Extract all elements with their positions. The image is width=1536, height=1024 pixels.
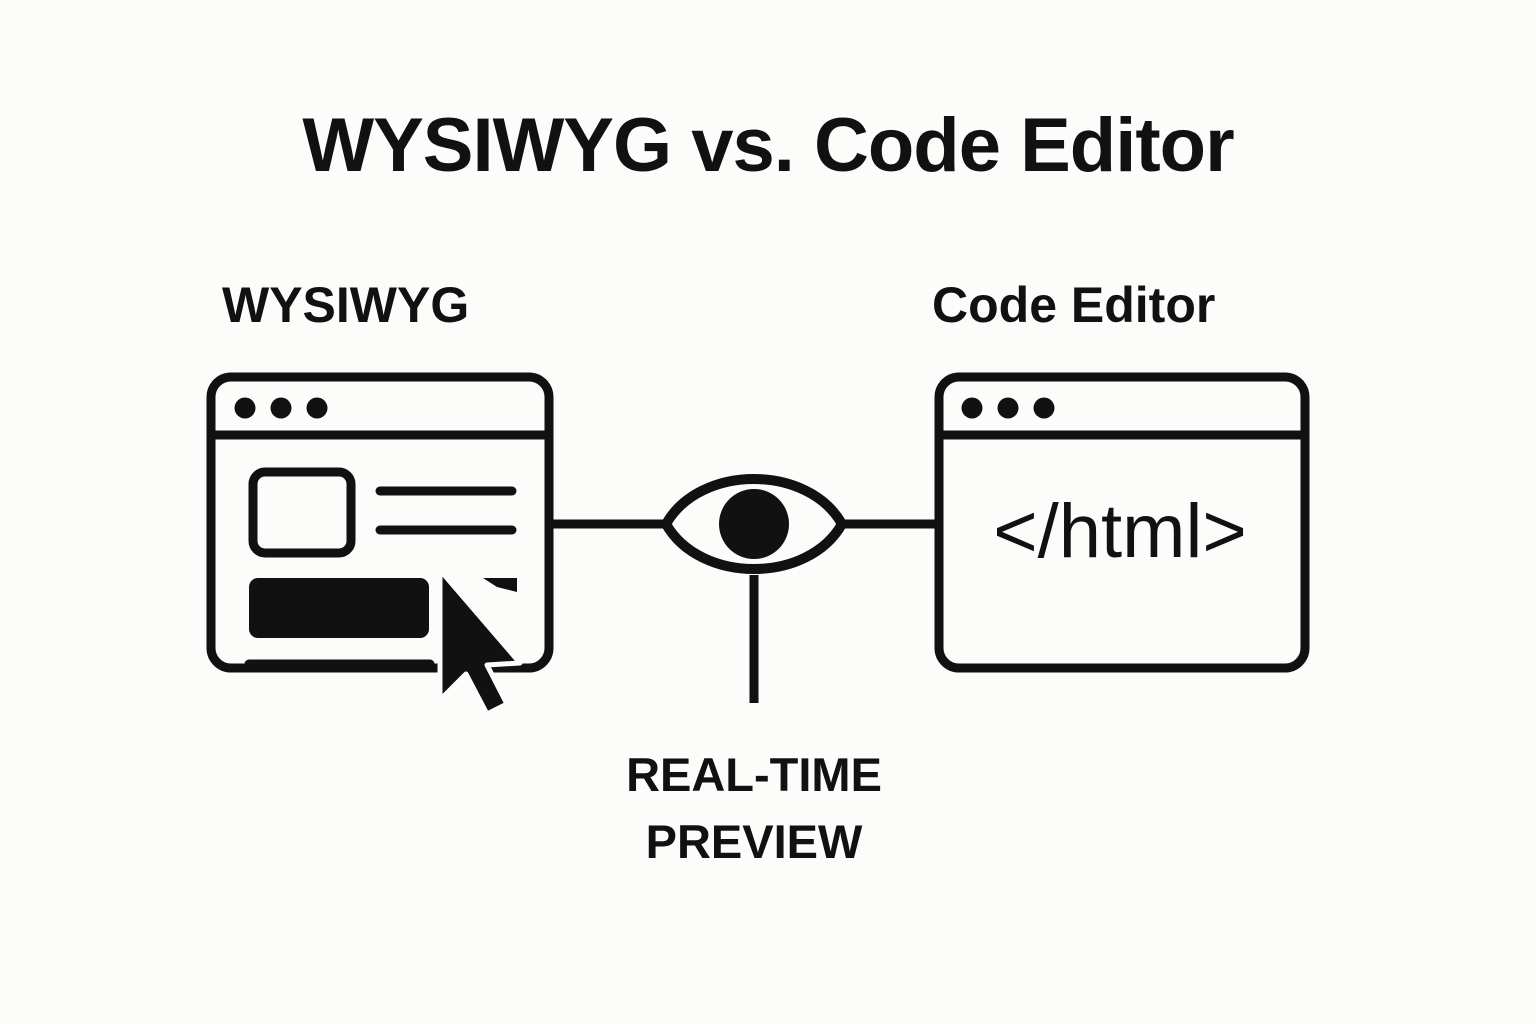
solid-content-block[interactable] bbox=[249, 578, 429, 638]
code-window-frame bbox=[934, 372, 1310, 673]
window-dot-1-icon[interactable] bbox=[234, 397, 256, 419]
realtime-preview-label-line-1: REAL-TIME bbox=[626, 748, 882, 801]
eye-pupil-icon bbox=[719, 489, 789, 559]
wysiwyg-window[interactable] bbox=[206, 372, 554, 673]
html-tag-text: </html> bbox=[993, 489, 1247, 574]
window-dot-3-icon[interactable] bbox=[306, 397, 328, 419]
mouse-pointer-cursor-icon[interactable] bbox=[437, 567, 523, 717]
code-editor-window[interactable] bbox=[934, 372, 1310, 673]
code-window-dot-3-icon[interactable] bbox=[1033, 397, 1055, 419]
realtime-preview-label-line-2: PREVIEW bbox=[645, 814, 863, 868]
code-window-dot-1-icon[interactable] bbox=[961, 397, 983, 419]
connector-group bbox=[553, 519, 939, 703]
left-panel-caption: WYSIWYG bbox=[222, 277, 470, 333]
image-placeholder-icon[interactable] bbox=[248, 467, 356, 558]
content-line-fragment bbox=[483, 578, 517, 592]
right-panel-caption: Code Editor bbox=[932, 277, 1216, 333]
eye-icon[interactable] bbox=[661, 474, 847, 574]
code-window-dot-2-icon[interactable] bbox=[997, 397, 1019, 419]
page-title: WYSIWYG vs. Code Editor bbox=[302, 103, 1234, 188]
window-dot-2-icon[interactable] bbox=[270, 397, 292, 419]
realtime-preview-label: REAL-TIME PREVIEW bbox=[474, 742, 1034, 875]
